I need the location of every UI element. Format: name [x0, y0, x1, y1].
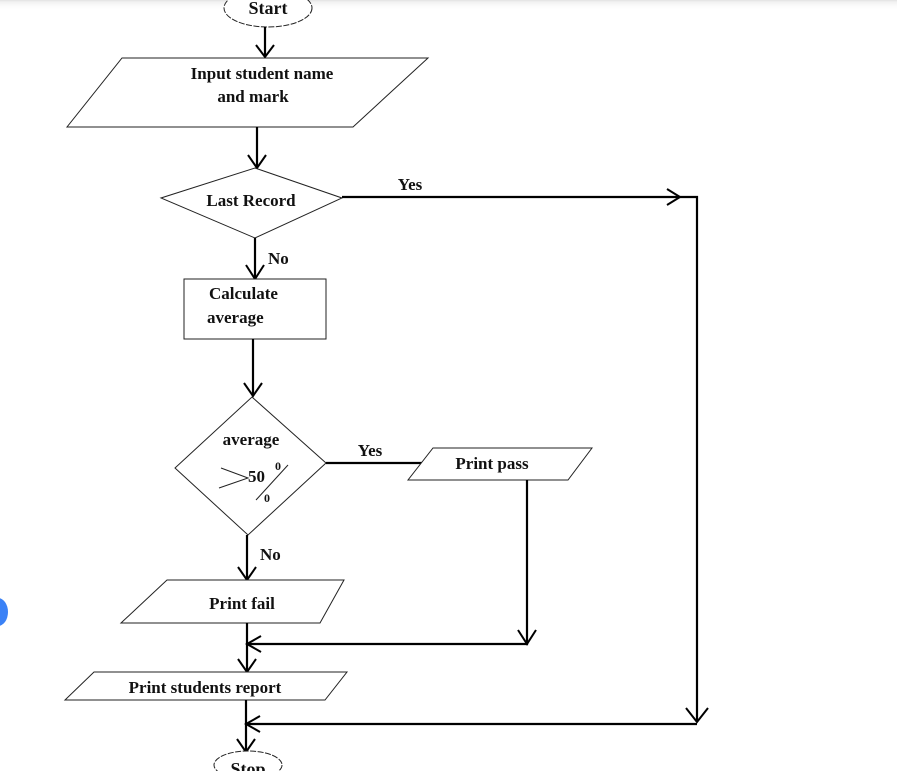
- average-threshold: 50: [248, 467, 265, 486]
- arrow-start-to-input: [255, 27, 275, 59]
- stop-label: Stop: [230, 759, 265, 771]
- stop-terminal: Stop: [213, 750, 283, 771]
- print-fail-node: Print fail: [119, 579, 345, 624]
- calculate-node: Calculate average: [183, 278, 327, 340]
- floating-action-dot[interactable]: [0, 598, 8, 626]
- average-decision: average 50 0 0: [174, 396, 327, 536]
- print-report-node: Print students report: [63, 671, 349, 701]
- arrow-pass-to-merge: [244, 480, 537, 653]
- print-pass-node: Print pass: [406, 447, 593, 481]
- print-report-label: Print students report: [129, 678, 282, 697]
- percent-bottom: 0: [264, 491, 270, 505]
- print-fail-label: Print fail: [209, 594, 275, 613]
- arrow-calculate-to-decision: [243, 339, 263, 398]
- arrow-average-no: No: [237, 535, 281, 582]
- start-label: Start: [249, 0, 288, 18]
- input-line2: and mark: [217, 87, 289, 106]
- input-line1: Input student name: [191, 64, 334, 83]
- print-pass-label: Print pass: [455, 454, 529, 473]
- last-record-label: Last Record: [206, 191, 296, 210]
- calculate-line2: average: [207, 308, 264, 327]
- average-yes-label: Yes: [358, 441, 383, 460]
- average-no-label: No: [260, 545, 281, 564]
- last-record-yes-label: Yes: [398, 175, 423, 194]
- last-record-no-label: No: [268, 249, 289, 268]
- calculate-line1: Calculate: [209, 284, 278, 303]
- arrow-input-to-decision: [247, 127, 267, 170]
- arrow-last-record-yes: Yes: [342, 175, 709, 724]
- arrow-report-to-stop: [236, 700, 697, 754]
- arrow-average-yes: Yes: [326, 441, 425, 465]
- browser-top-edge: [0, 0, 897, 10]
- start-terminal: Start: [223, 0, 313, 28]
- last-record-decision: Last Record: [159, 167, 344, 239]
- arrow-last-record-no: No: [245, 238, 289, 281]
- input-node: Input student name and mark: [65, 57, 430, 128]
- percent-top: 0: [275, 459, 281, 473]
- average-label: average: [223, 430, 280, 449]
